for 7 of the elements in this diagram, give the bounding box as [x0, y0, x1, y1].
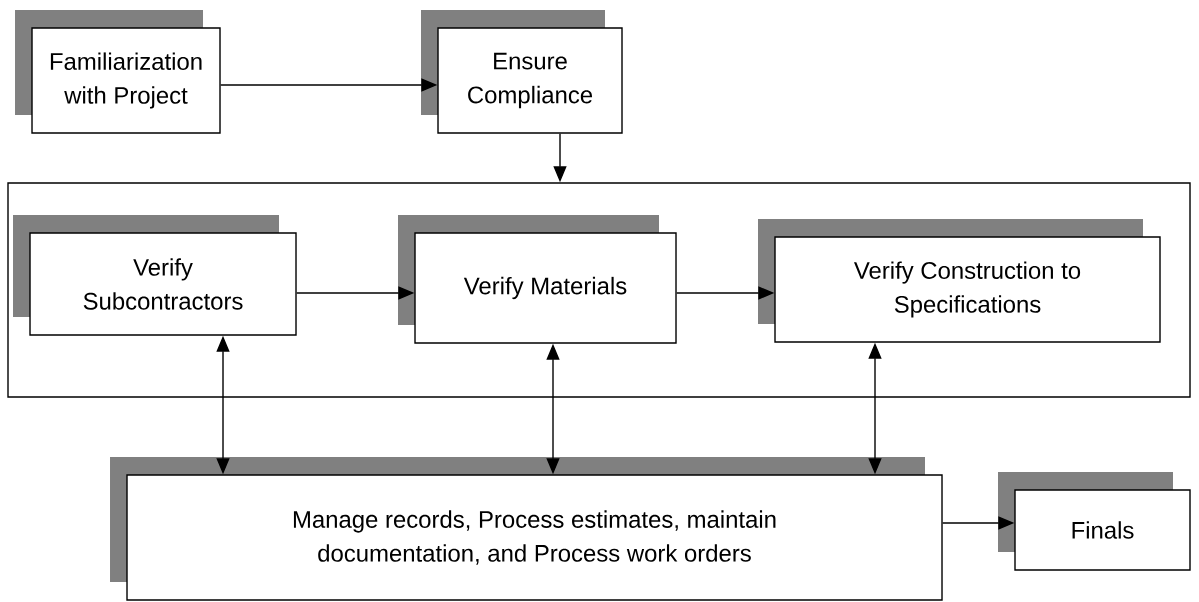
process-box: Manage records, Process estimates, maintain documentation, and Process work orders [110, 457, 943, 601]
process-box: Familiarization with Project [15, 10, 221, 134]
process-box: Verify Materials [398, 215, 677, 344]
process-box: Verify Construction to Specifications [758, 219, 1161, 343]
process-box: Ensure Compliance [421, 10, 623, 134]
process-box: Finals [998, 472, 1191, 571]
process-box: Verify Subcontractors [13, 215, 297, 336]
